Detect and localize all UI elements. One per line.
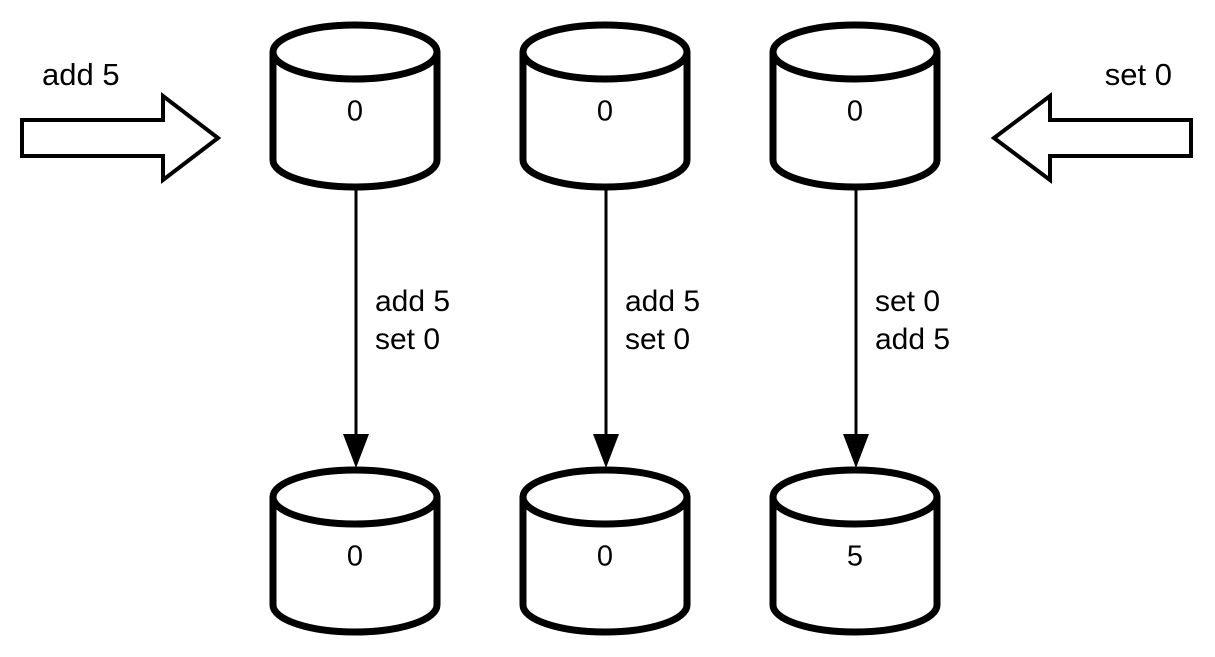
operation-label-1-1: set 0 xyxy=(375,323,440,356)
operation-label-1-0: add 5 xyxy=(375,285,450,318)
operation-label-2-1: set 0 xyxy=(625,323,690,356)
flow-arrow-2 xyxy=(593,190,619,468)
operation-label-2-0: add 5 xyxy=(625,285,700,318)
database-value-bottom-2: 0 xyxy=(597,541,613,573)
block-arrow-left-icon xyxy=(990,92,1193,184)
database-cylinder-top-3 xyxy=(769,21,941,191)
input-right-label: set 0 xyxy=(1105,57,1172,92)
flow-arrow-1 xyxy=(343,190,369,468)
database-cylinder-bottom-1 xyxy=(269,466,441,636)
flow-arrow-3 xyxy=(843,190,869,468)
database-value-top-3: 0 xyxy=(847,96,863,128)
operation-label-3-0: set 0 xyxy=(875,285,940,318)
database-cylinder-bottom-2 xyxy=(519,466,691,636)
database-cylinder-bottom-3 xyxy=(769,466,941,636)
database-cylinder-top-1 xyxy=(269,21,441,191)
database-value-top-1: 0 xyxy=(347,96,363,128)
database-value-top-2: 0 xyxy=(597,96,613,128)
block-arrow-right-icon xyxy=(20,91,222,185)
database-cylinder-top-2 xyxy=(519,21,691,191)
database-value-bottom-1: 0 xyxy=(347,541,363,573)
operation-label-3-1: add 5 xyxy=(875,323,950,356)
input-left-label: add 5 xyxy=(42,57,120,92)
database-value-bottom-3: 5 xyxy=(847,541,863,573)
